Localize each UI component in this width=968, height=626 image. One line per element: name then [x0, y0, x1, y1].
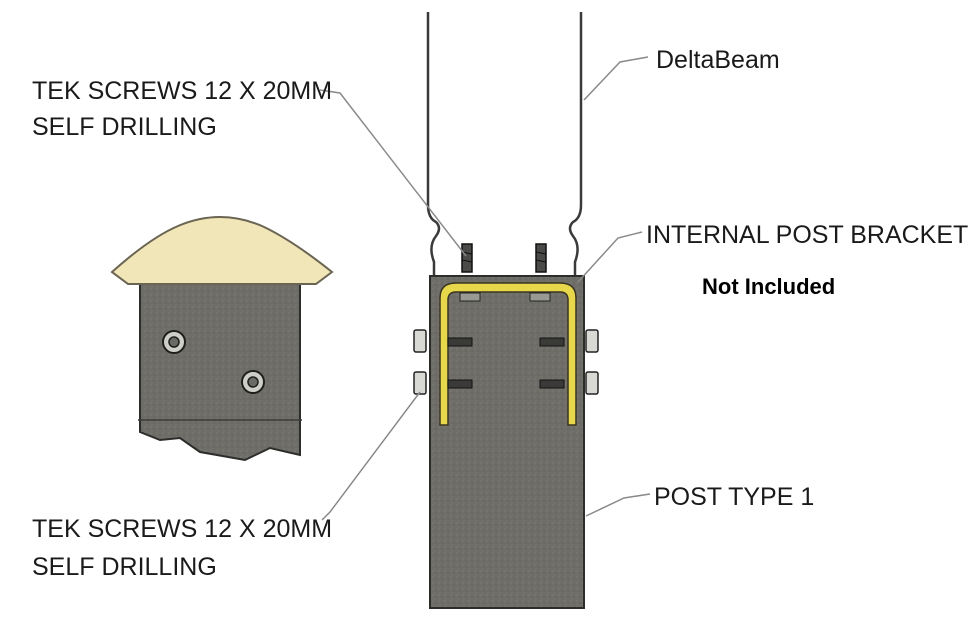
post-type-1-body [429, 275, 585, 609]
label-self-drilling-top: SELF DRILLING [32, 113, 217, 141]
bolt-icon [162, 330, 186, 354]
label-self-drilling-bottom: SELF DRILLING [32, 553, 217, 581]
side-screw-icon [413, 371, 473, 395]
top-screw-icon [461, 243, 473, 273]
label-tek-screws-top: TEK SCREWS 12 X 20MM [32, 77, 332, 105]
label-not-included: Not Included [702, 274, 835, 299]
post-cap [110, 216, 334, 285]
post-body-left [139, 281, 301, 462]
label-tek-screws-bottom: TEK SCREWS 12 X 20MM [32, 515, 332, 543]
internal-post-bracket [439, 282, 577, 426]
bolt-icon [241, 370, 265, 394]
label-internal-post-bracket: INTERNAL POST BRACKET [646, 221, 968, 249]
label-post-type: POST TYPE 1 [654, 483, 814, 511]
leader-lines [319, 56, 651, 521]
label-deltabeam: DeltaBeam [656, 46, 780, 74]
capped-post-view [110, 216, 334, 462]
side-screw-icon [539, 329, 599, 353]
side-screw-icon [539, 371, 599, 395]
deltabeam-profile [426, 12, 583, 276]
top-screw-icon [535, 243, 547, 273]
side-screw-icon [413, 329, 473, 353]
